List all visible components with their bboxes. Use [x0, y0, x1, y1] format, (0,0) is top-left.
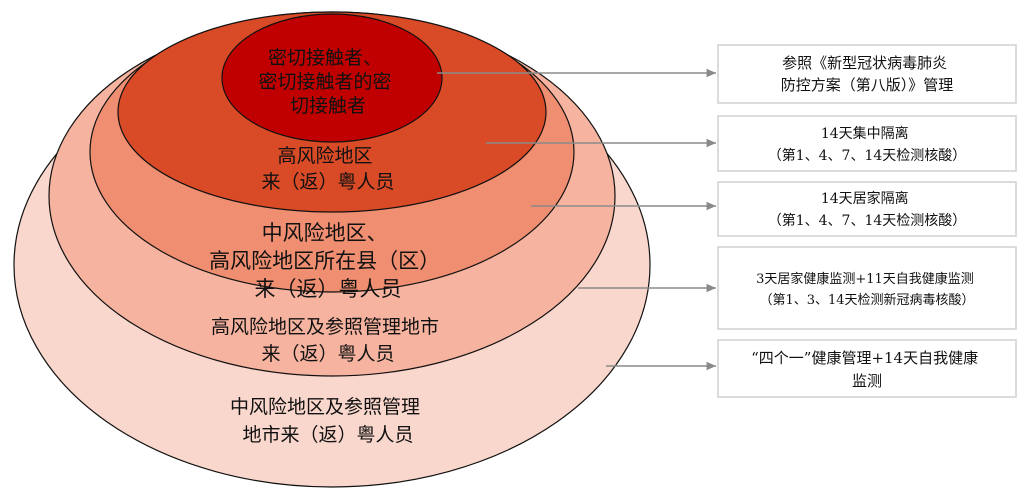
- level-2-label: 高风险地区 来（返）粤人员: [261, 145, 394, 193]
- level-4-label: 高风险地区及参照管理地市 来（返）粤人员: [211, 316, 445, 365]
- measure-1-line: 防控方案（第八版）》管理: [781, 76, 954, 94]
- level-5-label-line: 地市来（返）粤人员: [242, 424, 413, 446]
- measure-box-5: [717, 339, 1017, 398]
- level-4-label-line: 高风险地区及参照管理地市: [211, 316, 439, 338]
- ellipse-level-1: [221, 13, 443, 143]
- level-2-label-line: 来（返）粤人员: [261, 171, 394, 193]
- measure-5-text: “四个一”健康管理+14天自我健康 监测: [751, 349, 983, 390]
- measure-box-1: [717, 44, 1017, 104]
- measure-4-line: 3天居家健康监测+11天自我健康监测: [756, 271, 974, 287]
- measure-5-line: “四个一”健康管理+14天自我健康: [751, 349, 978, 367]
- measure-2-line: （第1、4、7、14天检测核酸）: [768, 147, 967, 164]
- measure-4-line: （第1、3、14天检测新冠病毒核酸）: [759, 292, 974, 308]
- measure-1-text: 参照《新型冠状病毒肺炎 防控方案（第八版）》管理: [781, 54, 954, 94]
- measure-3-line: 14天居家隔离: [821, 190, 909, 207]
- level-3-label-line: 高风险地区所在县（区）: [209, 249, 440, 273]
- measure-box-3: [717, 181, 1017, 237]
- measure-1-line: 参照《新型冠状病毒肺炎: [782, 54, 947, 72]
- measure-2-line: 14天集中隔离: [821, 125, 909, 142]
- level-1-label: 密切接触者、 密切接触者的密 切接触者: [258, 47, 397, 117]
- level-3-label: 中风险地区、 高风险地区所在县（区） 来（返）粤人员: [209, 221, 447, 301]
- measure-5-line: 监测: [852, 372, 882, 390]
- measure-3-text: 14天居家隔离 （第1、4、7、14天检测核酸）: [768, 190, 967, 229]
- level-3-label-line: 中风险地区、: [262, 221, 388, 245]
- measure-box-4: [717, 246, 1017, 330]
- measure-3-line: （第1、4、7、14天检测核酸）: [768, 212, 967, 229]
- level-1-label-line: 密切接触者的密: [258, 71, 391, 93]
- level-1-label-line: 切接触者: [290, 95, 366, 117]
- level-5-label: 中风险地区及参照管理 地市来（返）粤人员: [230, 396, 426, 446]
- measure-2-text: 14天集中隔离 （第1、4、7、14天检测核酸）: [768, 125, 967, 164]
- level-5-label-line: 中风险地区及参照管理: [230, 396, 420, 418]
- level-1-label-line: 密切接触者、: [268, 47, 382, 69]
- level-2-label-line: 高风险地区: [277, 145, 372, 167]
- level-3-label-line: 来（返）粤人员: [255, 277, 402, 301]
- measure-box-2: [717, 115, 1017, 172]
- measure-4-text: 3天居家健康监测+11天自我健康监测 （第1、3、14天检测新冠病毒核酸）: [756, 271, 978, 308]
- level-4-label-line: 来（返）粤人员: [261, 343, 394, 365]
